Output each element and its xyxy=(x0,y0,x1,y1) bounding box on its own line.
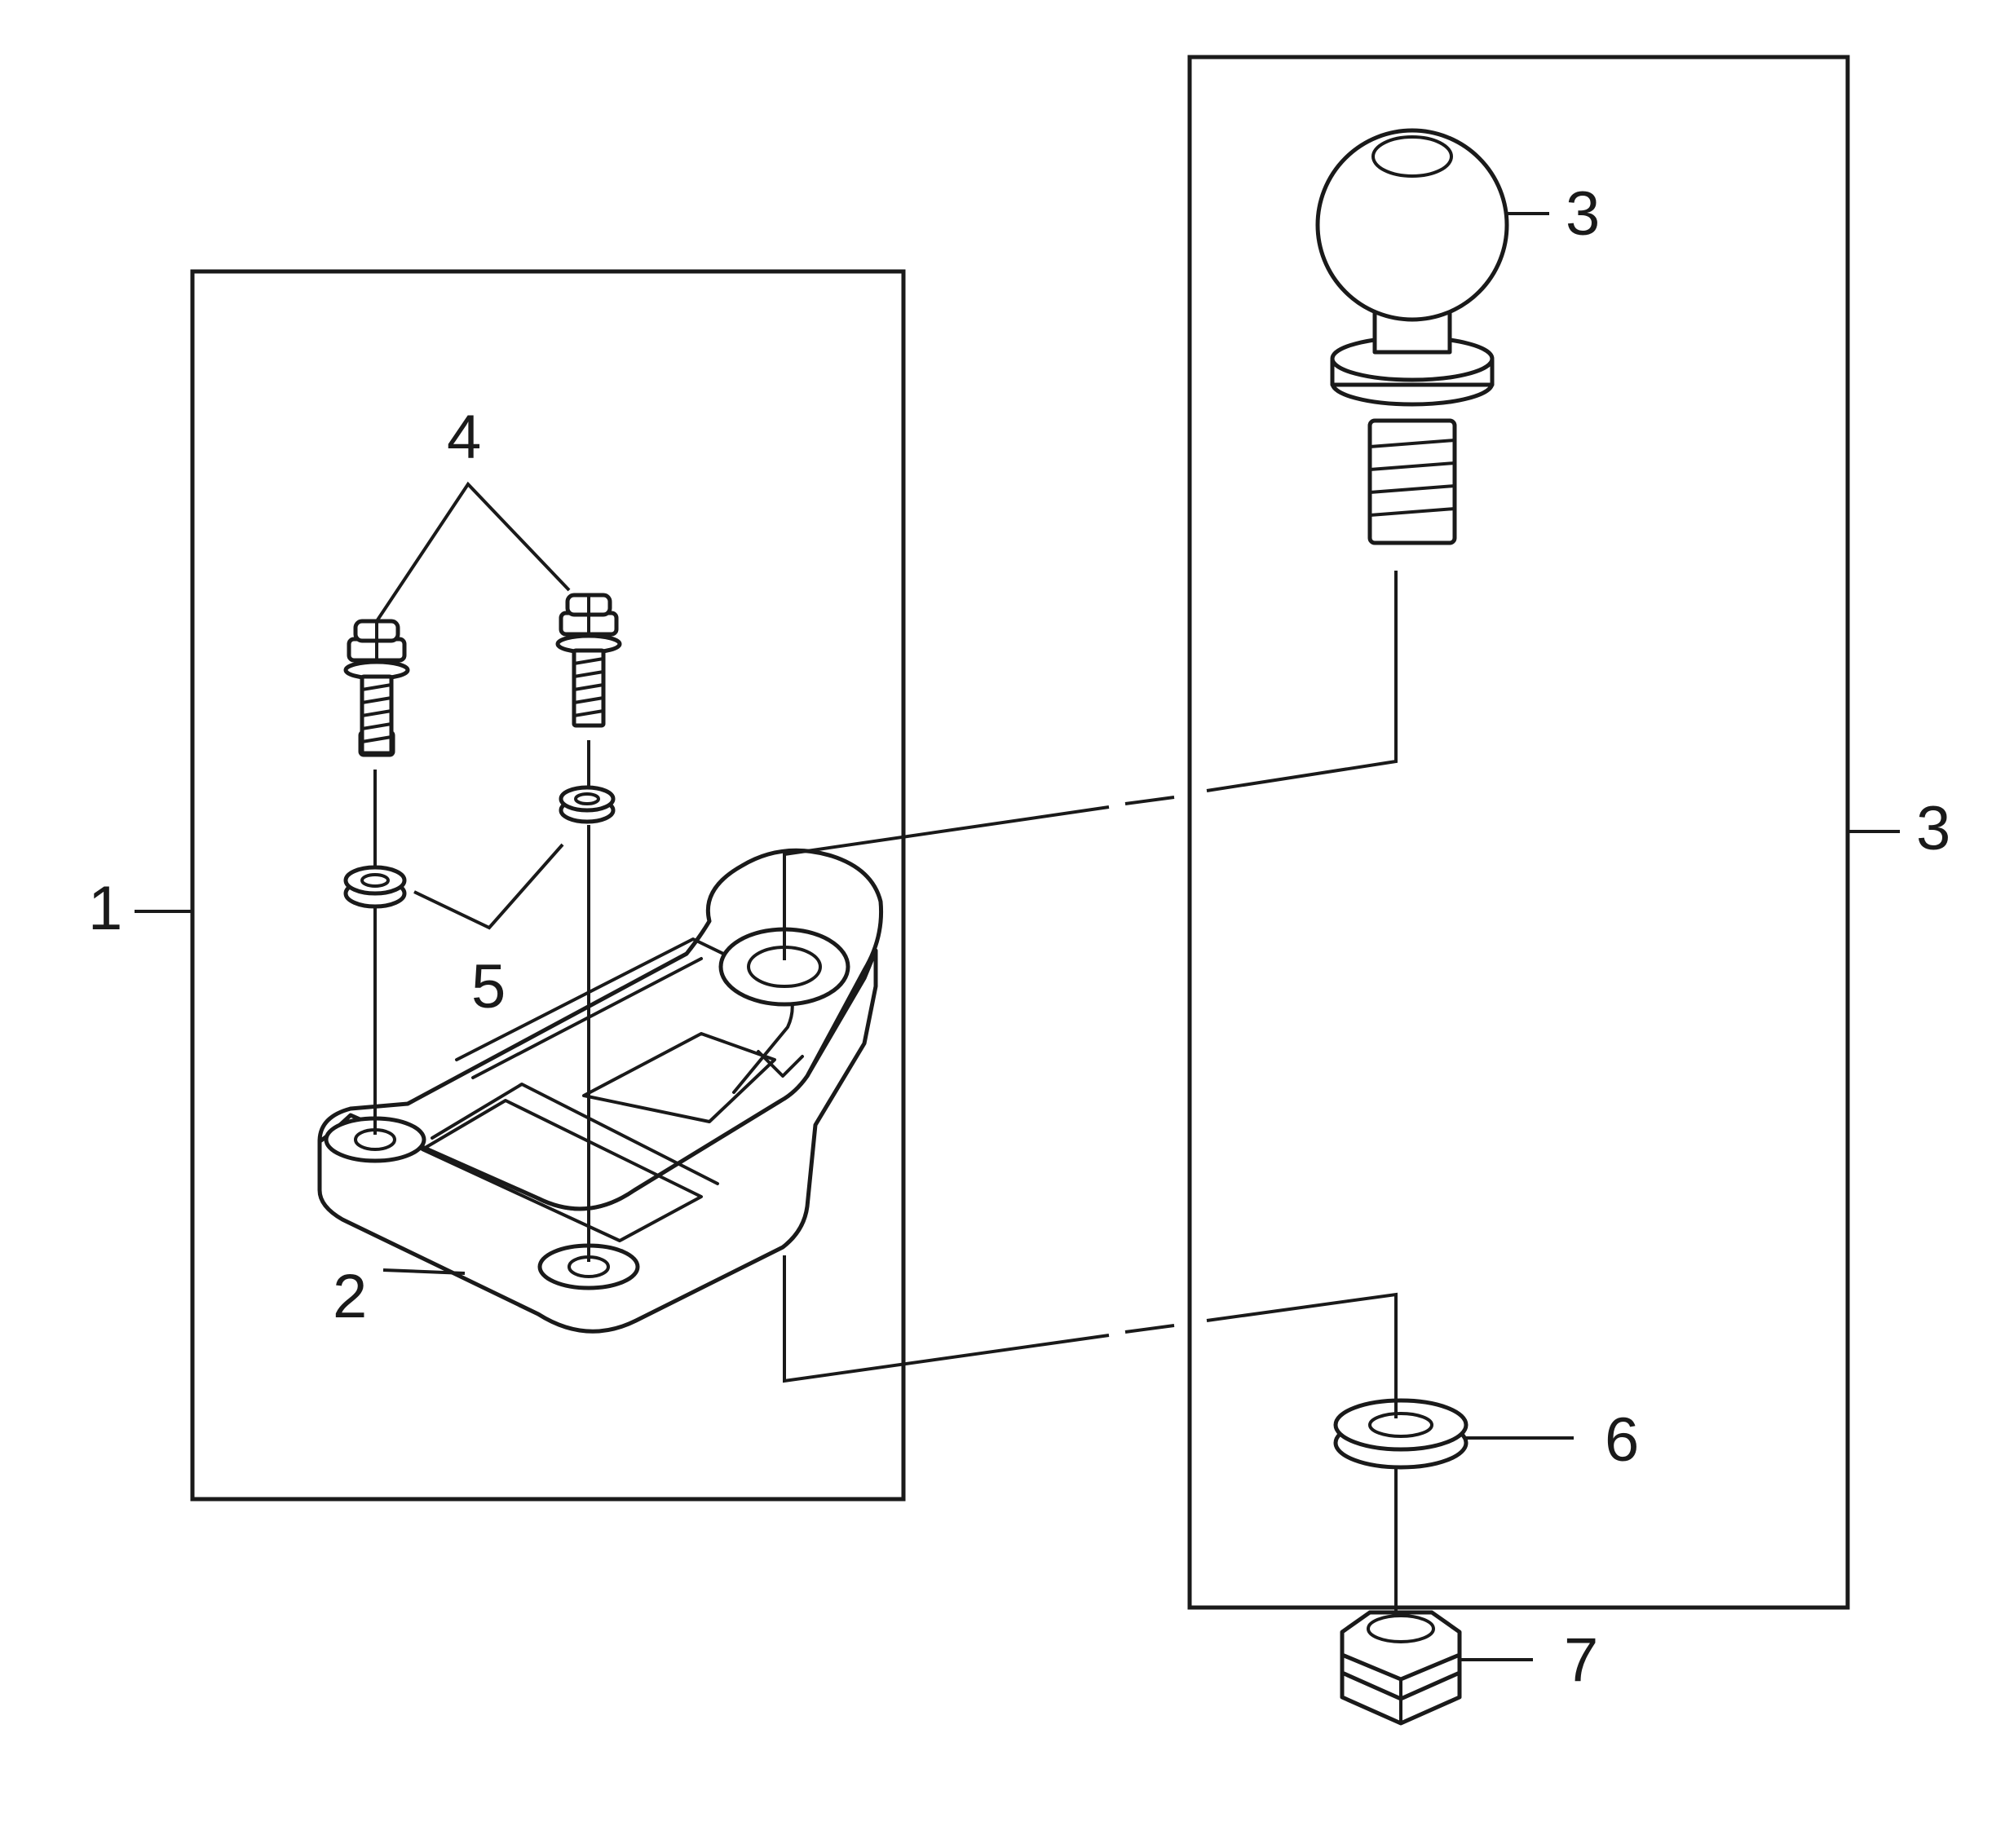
callout-4-label: 4 xyxy=(447,403,481,472)
flange-bolt-left xyxy=(343,619,410,757)
ball-stud-axis xyxy=(1206,571,1398,792)
part-2-mounting-bracket: 2 xyxy=(317,848,884,1334)
lock-washer-left xyxy=(343,865,407,909)
lock-washer-right xyxy=(559,785,616,824)
part-3-ball-stud: 3 xyxy=(1315,128,1600,545)
ball-stud-axis-bracket xyxy=(783,805,1110,960)
part-6-lock-washer: 6 xyxy=(1333,1398,1639,1475)
callout-7-label: 7 xyxy=(1564,1625,1598,1695)
callout-1: 1 xyxy=(88,874,192,943)
assembly-frame-3 xyxy=(1187,55,1850,1610)
assembly-frame-1 xyxy=(190,269,906,1502)
callout-1-label: 1 xyxy=(88,874,122,943)
flange-bolt-right xyxy=(555,593,622,728)
nut-axis-dash xyxy=(1124,1324,1175,1334)
part-7-hex-nut: 7 xyxy=(1340,1610,1598,1726)
callout-5-label: 5 xyxy=(471,952,506,1021)
callout-3-ball-label: 3 xyxy=(1566,179,1600,249)
part-5-lock-washers: 5 xyxy=(343,785,616,1021)
callout-6-label: 6 xyxy=(1605,1405,1639,1475)
nut-axis-upper xyxy=(1206,1292,1398,1418)
callout-2-label: 2 xyxy=(333,1262,367,1331)
callout-3-frame: 3 xyxy=(1848,794,1950,863)
callout-3-frame-label: 3 xyxy=(1916,794,1950,863)
nut-axis-bracket xyxy=(783,1255,1110,1383)
part-4-flange-bolts: 4 xyxy=(343,403,622,757)
ball-stud-axis-dash xyxy=(1124,796,1175,805)
